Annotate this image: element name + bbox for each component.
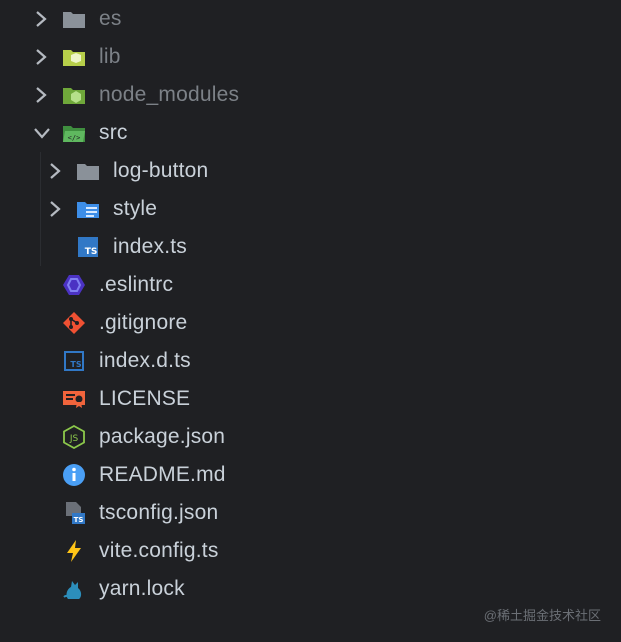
tree-item-yarn-lock[interactable]: yarn.lock bbox=[0, 570, 621, 608]
eslint-icon bbox=[62, 273, 86, 297]
tree-item-label: yarn.lock bbox=[99, 577, 185, 600]
chevron-down-icon[interactable] bbox=[33, 124, 51, 142]
tree-item-label: index.d.ts bbox=[99, 349, 191, 372]
nodejs-icon: JS bbox=[62, 425, 86, 449]
tree-item-label: index.ts bbox=[113, 235, 187, 258]
typescript-def-icon: TS bbox=[62, 349, 86, 373]
folder-style-icon bbox=[76, 197, 100, 221]
tree-item-label: .gitignore bbox=[99, 311, 188, 334]
folder-icon bbox=[76, 159, 100, 183]
vite-bolt-icon bbox=[62, 539, 86, 563]
tree-item-label: es bbox=[99, 7, 122, 30]
svg-text:TS: TS bbox=[85, 247, 98, 257]
tree-item-index-d-ts[interactable]: TS index.d.ts bbox=[0, 342, 621, 380]
tree-item-es[interactable]: es bbox=[0, 0, 621, 38]
folder-src-open-icon: </> bbox=[62, 121, 86, 145]
tree-item-gitignore[interactable]: .gitignore bbox=[0, 304, 621, 342]
svg-text:TS: TS bbox=[74, 516, 84, 524]
tree-item-label: src bbox=[99, 121, 128, 144]
chevron-right-icon[interactable] bbox=[46, 200, 64, 218]
typescript-icon: TS bbox=[76, 235, 100, 259]
tree-item-package-json[interactable]: JS package.json bbox=[0, 418, 621, 456]
tree-item-label: .eslintrc bbox=[99, 273, 174, 296]
tree-item-label: README.md bbox=[99, 463, 226, 486]
svg-text:TS: TS bbox=[70, 360, 81, 369]
chevron-right-icon[interactable] bbox=[32, 10, 50, 28]
tree-item-index-ts[interactable]: TS index.ts bbox=[0, 228, 621, 266]
tree-item-node-modules[interactable]: node_modules bbox=[0, 76, 621, 114]
folder-icon bbox=[62, 7, 86, 31]
tree-item-tsconfig[interactable]: TS tsconfig.json bbox=[0, 494, 621, 532]
watermark: @稀土掘金技术社区 bbox=[483, 608, 601, 623]
tsconfig-icon: TS bbox=[62, 501, 86, 525]
chevron-right-icon[interactable] bbox=[46, 162, 64, 180]
git-icon bbox=[62, 311, 86, 335]
svg-text:</>: </> bbox=[68, 134, 81, 142]
tree-item-label: node_modules bbox=[99, 83, 240, 106]
yarn-cat-icon bbox=[62, 577, 86, 601]
tree-item-label: lib bbox=[99, 45, 121, 68]
tree-item-label: log-button bbox=[113, 159, 209, 182]
tree-item-license[interactable]: LICENSE bbox=[0, 380, 621, 418]
tree-item-src[interactable]: </> src bbox=[0, 114, 621, 152]
info-icon bbox=[62, 463, 86, 487]
tree-item-vite-config[interactable]: vite.config.ts bbox=[0, 532, 621, 570]
tree-item-label: LICENSE bbox=[99, 387, 191, 410]
license-icon bbox=[62, 387, 86, 411]
tree-item-readme[interactable]: README.md bbox=[0, 456, 621, 494]
svg-text:JS: JS bbox=[69, 434, 79, 444]
tree-item-style[interactable]: style bbox=[0, 190, 621, 228]
folder-lib-icon bbox=[62, 45, 86, 69]
tree-item-eslintrc[interactable]: .eslintrc bbox=[0, 266, 621, 304]
tree-item-lib[interactable]: lib bbox=[0, 38, 621, 76]
tree-item-label: tsconfig.json bbox=[99, 501, 219, 524]
tree-item-log-button[interactable]: log-button bbox=[0, 152, 621, 190]
tree-item-label: style bbox=[113, 197, 158, 220]
chevron-right-icon[interactable] bbox=[32, 48, 50, 66]
tree-item-label: package.json bbox=[99, 425, 226, 448]
chevron-right-icon[interactable] bbox=[32, 86, 50, 104]
indent-guide bbox=[40, 152, 41, 266]
tree-item-label: vite.config.ts bbox=[99, 539, 219, 562]
folder-node-icon bbox=[62, 83, 86, 107]
